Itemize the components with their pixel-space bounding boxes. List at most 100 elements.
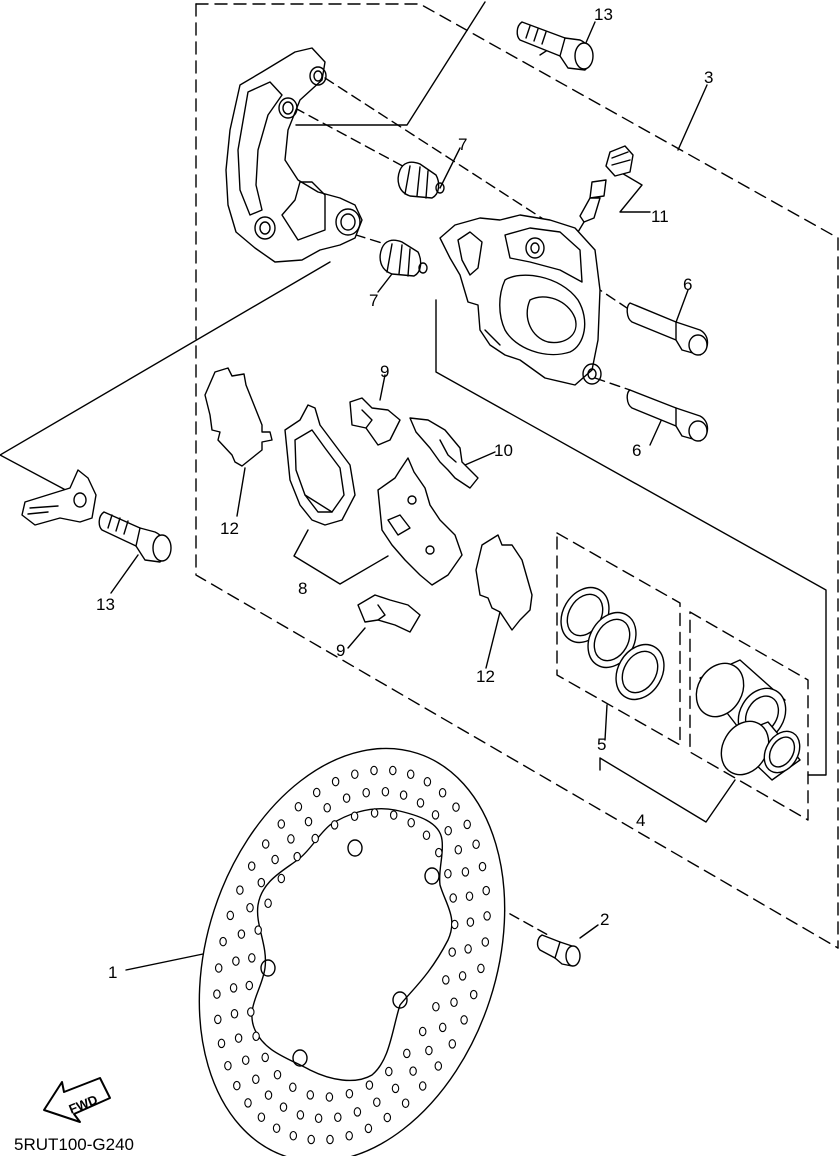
assembly-outline-piston-kit: [689, 611, 809, 821]
disc-hole: [261, 1052, 269, 1063]
disc-hole: [254, 925, 262, 935]
disc-hole: [409, 1066, 417, 1076]
disc-hole: [230, 1009, 239, 1019]
disc-hole: [241, 1055, 250, 1065]
bracket-bolt-upper: [516, 21, 594, 71]
disc-hole: [257, 1112, 266, 1122]
disc-hole: [345, 1131, 353, 1141]
disc-hole: [450, 919, 459, 930]
disc-hole: [435, 847, 443, 858]
disc-hole: [314, 1113, 323, 1124]
disc-hole: [307, 1134, 315, 1145]
disc-hole: [273, 1069, 282, 1080]
disc-hole: [401, 1098, 410, 1108]
callout-11: 11: [651, 207, 669, 226]
disc-hole: [454, 845, 463, 855]
disc-hole: [477, 963, 485, 974]
disc-hole: [224, 1060, 232, 1071]
callout-9-lower: 9: [336, 641, 345, 660]
callout-7-upper: 7: [458, 135, 467, 154]
disc-hole: [438, 788, 447, 798]
callout-1: 1: [108, 963, 117, 982]
disc-hole: [403, 1048, 411, 1059]
diagram-code: 5RUT100-G240: [14, 1135, 134, 1154]
disc-hole: [289, 1082, 297, 1093]
disc-hole: [330, 820, 339, 830]
disc-hole: [277, 873, 286, 884]
disc-hole: [331, 776, 340, 787]
disc-hole: [289, 1130, 298, 1141]
disc-hole: [272, 1123, 281, 1133]
disc-hole: [478, 861, 487, 872]
slide-pin-lower: [626, 389, 709, 442]
disc-hole: [364, 1123, 373, 1134]
disc-hole: [214, 963, 223, 973]
brake-disc-holes: [213, 765, 491, 1145]
caliper-pistons: [695, 659, 801, 781]
disc-hole: [448, 1039, 457, 1049]
caliper-bracket: [225, 47, 363, 263]
disc-hole: [257, 877, 266, 888]
callout-12-left: 12: [220, 519, 239, 538]
disc-hole: [406, 769, 415, 780]
disc-hole: [350, 811, 359, 822]
disc-hole: [460, 1015, 468, 1025]
disc-hole: [351, 769, 359, 779]
disc-hole: [416, 798, 425, 808]
assembly-outline-seal-kit: [556, 532, 681, 746]
disc-hole: [389, 765, 397, 776]
disc-hole: [464, 944, 472, 954]
slide-pin-boot-lower: [379, 239, 428, 277]
piston-seal-kit: [560, 586, 665, 701]
disc-hole: [438, 1022, 447, 1033]
disc-hole: [237, 929, 246, 939]
disc-hole: [247, 861, 256, 871]
disc-hole: [312, 787, 321, 798]
callout-12-right: 12: [476, 667, 495, 686]
disc-hole: [334, 1112, 342, 1123]
disc-hole: [214, 1014, 222, 1025]
disc-hole: [469, 989, 478, 1000]
callout-2: 2: [600, 910, 609, 929]
callout-9-upper: 9: [380, 362, 389, 381]
pad-spring-upper: [349, 397, 401, 446]
disc-hole: [461, 867, 470, 877]
disc-hole: [304, 816, 313, 827]
disc-hole: [306, 1090, 315, 1100]
callout-13-upper: 13: [594, 5, 613, 24]
callout-10: 10: [494, 441, 513, 460]
disc-hole: [444, 825, 452, 836]
assembly-outline-caliper: [195, 3, 839, 949]
disc-hole: [323, 803, 331, 813]
disc-hole: [418, 1081, 427, 1091]
disc-hole: [277, 819, 286, 829]
disc-hole: [434, 1061, 443, 1071]
caliper-body: [439, 214, 602, 386]
disc-hole: [370, 765, 378, 776]
disc-hole: [442, 975, 450, 985]
slide-pin-boot-upper: [397, 161, 445, 199]
disc-hole: [418, 1026, 427, 1037]
disc-hole: [463, 819, 471, 830]
disc-hole: [244, 1098, 252, 1108]
disc-hole: [373, 1097, 381, 1107]
callout-8: 8: [298, 579, 307, 598]
disc-hole: [465, 891, 474, 901]
brake-pad-right: [377, 457, 463, 586]
disc-hole: [458, 971, 467, 981]
callout-7-lower: 7: [369, 291, 378, 310]
pad-shim-right: [475, 534, 533, 631]
disc-hole: [311, 833, 319, 844]
disc-hole: [423, 777, 432, 787]
brake-pad-left: [284, 404, 356, 526]
disc-hole: [252, 1074, 260, 1085]
disc-hole: [248, 953, 256, 963]
disc-hole: [432, 1001, 440, 1012]
disc-bolt: [536, 934, 581, 967]
disc-hole: [326, 1134, 334, 1145]
callout-labels: 1 2 3 4 5 6 6 7 7 8 9 9 10 11 12 12 13 1…: [96, 5, 713, 982]
brake-disc: [198, 747, 506, 1156]
disc-hole: [431, 810, 440, 820]
disc-hole: [399, 790, 408, 800]
